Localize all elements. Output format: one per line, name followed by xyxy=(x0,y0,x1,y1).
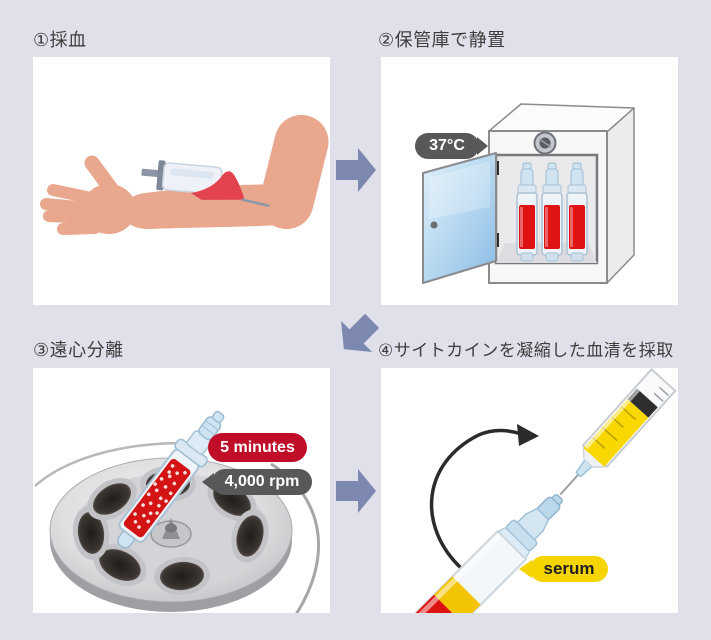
centrifuge-illustration xyxy=(34,410,321,613)
door-handle xyxy=(430,221,438,229)
flow-arrow-right-step1-to-step2 xyxy=(336,148,376,192)
flow-arrow-down-left-step2-to-step3 xyxy=(328,305,387,364)
temperature-badge: 37°C xyxy=(415,133,479,159)
blood-cells-dots xyxy=(133,464,187,529)
step3-title: ③遠心分離 xyxy=(33,340,124,360)
serum-badge: serum xyxy=(530,556,608,582)
clot-layer xyxy=(390,594,463,613)
step1-title: ①採血 xyxy=(33,30,87,50)
blood-tube-1 xyxy=(516,162,538,262)
serum-extraction-illustration xyxy=(390,368,677,613)
step2-title: ②保管庫で静置 xyxy=(378,30,506,50)
step2-panel-incubator: 37°C xyxy=(381,57,678,305)
step3-panel-centrifuge: 5 minutes 4,000 rpm xyxy=(33,368,330,613)
rotation-arrow xyxy=(429,424,539,570)
flow-arrow-right-step3-to-step4 xyxy=(336,469,376,513)
arm-blood-draw-illustration xyxy=(40,114,329,235)
centrifuge-rotor xyxy=(49,457,293,612)
step4-title: ④サイトカインを凝縮した血清を採取 xyxy=(378,341,674,360)
incubator-illustration xyxy=(422,103,635,284)
duration-badge: 5 minutes xyxy=(208,433,307,462)
blood-tube-in-rotor xyxy=(117,410,225,549)
blood-tube-3 xyxy=(566,162,588,262)
butterfly-needle-syringe xyxy=(141,160,270,208)
separated-serum-tube xyxy=(390,494,563,613)
syringe xyxy=(559,368,677,496)
blood-tube-2 xyxy=(541,162,563,262)
step1-panel-blood-draw xyxy=(33,57,330,305)
speed-badge: 4,000 rpm xyxy=(212,469,312,495)
arm-shape xyxy=(40,114,329,235)
step4-panel-serum-extraction: serum xyxy=(381,368,678,613)
incubator-door xyxy=(422,152,499,284)
